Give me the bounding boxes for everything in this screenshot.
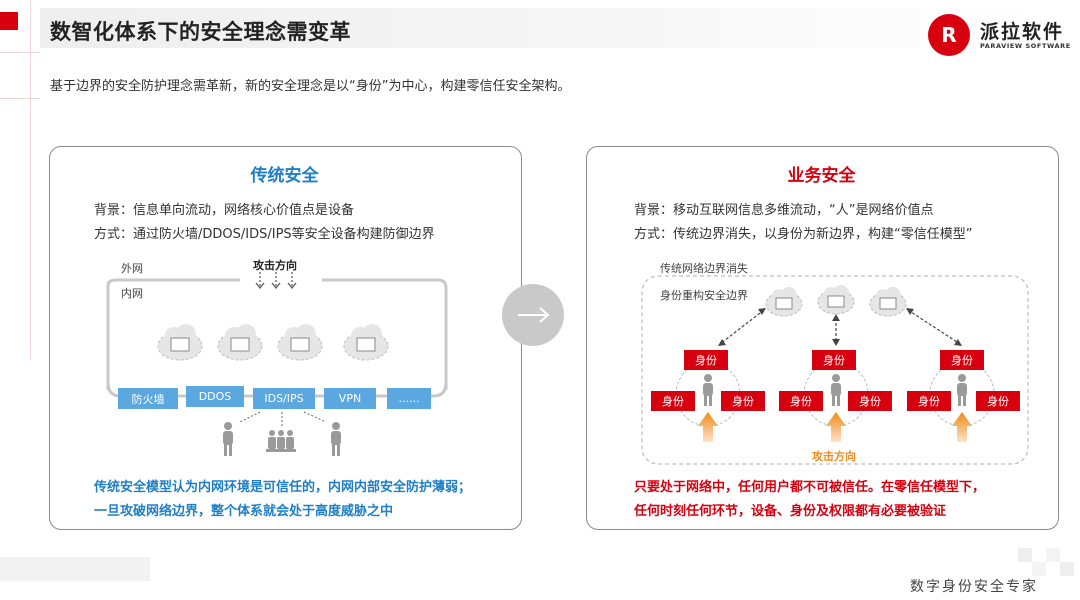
user-icon [831,374,841,406]
cloud-server-icon [817,285,855,315]
cloud-server-icon [217,324,263,361]
identity-badge: 身份 [976,391,1020,411]
traditional-security-diagram [106,272,448,456]
attack-arrow-icon [259,272,293,286]
footer-slogan: 数字身份安全专家 [910,579,1038,595]
business-security-title: 业务安全 [787,166,856,186]
identity-badge: 身份 [940,350,984,370]
logo-icon [928,14,970,56]
identity-badge: 身份 [848,391,892,411]
identity-badge: 身份 [779,391,823,411]
traditional-security-title: 传统安全 [250,166,319,186]
decorative-line [0,98,40,99]
traditional-background-text: 背景：信息单向流动，网络核心价值点是设备 [94,203,355,218]
cloud-server-icon [277,324,323,361]
user-icon [957,374,967,406]
boundary-disappeared-label: 传统网络边界消失 [660,262,748,275]
traditional-note-line1: 传统安全模型认为内网环境是可信任的，内网内部安全防护薄弱； [94,480,472,495]
identity-badge: 身份 [907,391,951,411]
cloud-server-icon [765,287,803,317]
traditional-note-line2: 一旦攻破网络边界，整个体系就会处于高度威胁之中 [94,504,394,519]
grid-decoration [1018,548,1074,576]
identity-badge: 身份 [812,350,856,370]
identity-badge: 身份 [721,391,765,411]
user-icon [331,422,341,456]
cloud-server-icon [343,324,389,361]
business-note-line1: 只要处于网络中，任何用户都不可被信任。在零信任模型下， [634,480,986,495]
business-security-panel [586,146,1059,530]
network-boundary-line [322,278,448,390]
page-title: 数智化体系下的安全理念需变革 [50,20,351,44]
title-bar [40,8,1040,48]
attack-direction-label: 攻击方向 [812,450,856,463]
attack-up-arrow-icon [952,412,972,442]
page-subtitle: 基于边界的安全防护理念需革新，新的安全理念是以“身份”为中心，构建零信任安全架构… [50,79,571,94]
business-note-line2: 任何时刻任何环节，设备、身份及权限都有必要被验证 [634,504,947,519]
attack-up-arrow-icon [698,412,718,442]
user-group-icon [266,430,296,452]
decorative-line [0,52,40,53]
outer-network-label: 外网 [121,262,143,275]
corner-red-square [0,12,18,30]
device-ids-ips: IDS/IPS [253,388,315,409]
traditional-method-text: 方式：通过防火墙/DDOS/IDS/IPS等安全设备构建防御边界 [94,227,435,242]
logo-name: 派拉软件 [980,21,1065,43]
zero-trust-diagram [641,275,1029,465]
device-more: ...... [387,388,431,409]
transition-arrow-icon [502,284,564,346]
decorative-line [30,0,31,360]
business-method-text: 方式：传统边界消失，以身份为新边界，构建“零信任模型” [634,227,973,242]
attack-up-arrow-icon [826,412,846,442]
footer-decoration [0,557,150,581]
inner-network-label: 内网 [121,287,143,300]
cloud-server-icon [157,324,203,361]
device-vpn: VPN [324,388,376,409]
identity-badge: 身份 [651,391,695,411]
identity-boundary-label: 身份重构安全边界 [660,289,748,302]
logo-english-name: PARAVIEW SOFTWARE [980,42,1071,50]
device-firewall: 防火墙 [118,388,178,409]
device-ddos: DDOS [186,386,244,407]
attack-direction-label: 攻击方向 [253,259,297,272]
identity-badge: 身份 [684,350,728,370]
logo-mark: R [941,23,957,47]
cloud-server-icon [869,287,907,317]
network-boundary-line [106,278,240,390]
business-background-text: 背景：移动互联网信息多维流动，“人”是网络价值点 [634,203,934,218]
user-icon [223,422,233,456]
user-icon [703,374,713,406]
